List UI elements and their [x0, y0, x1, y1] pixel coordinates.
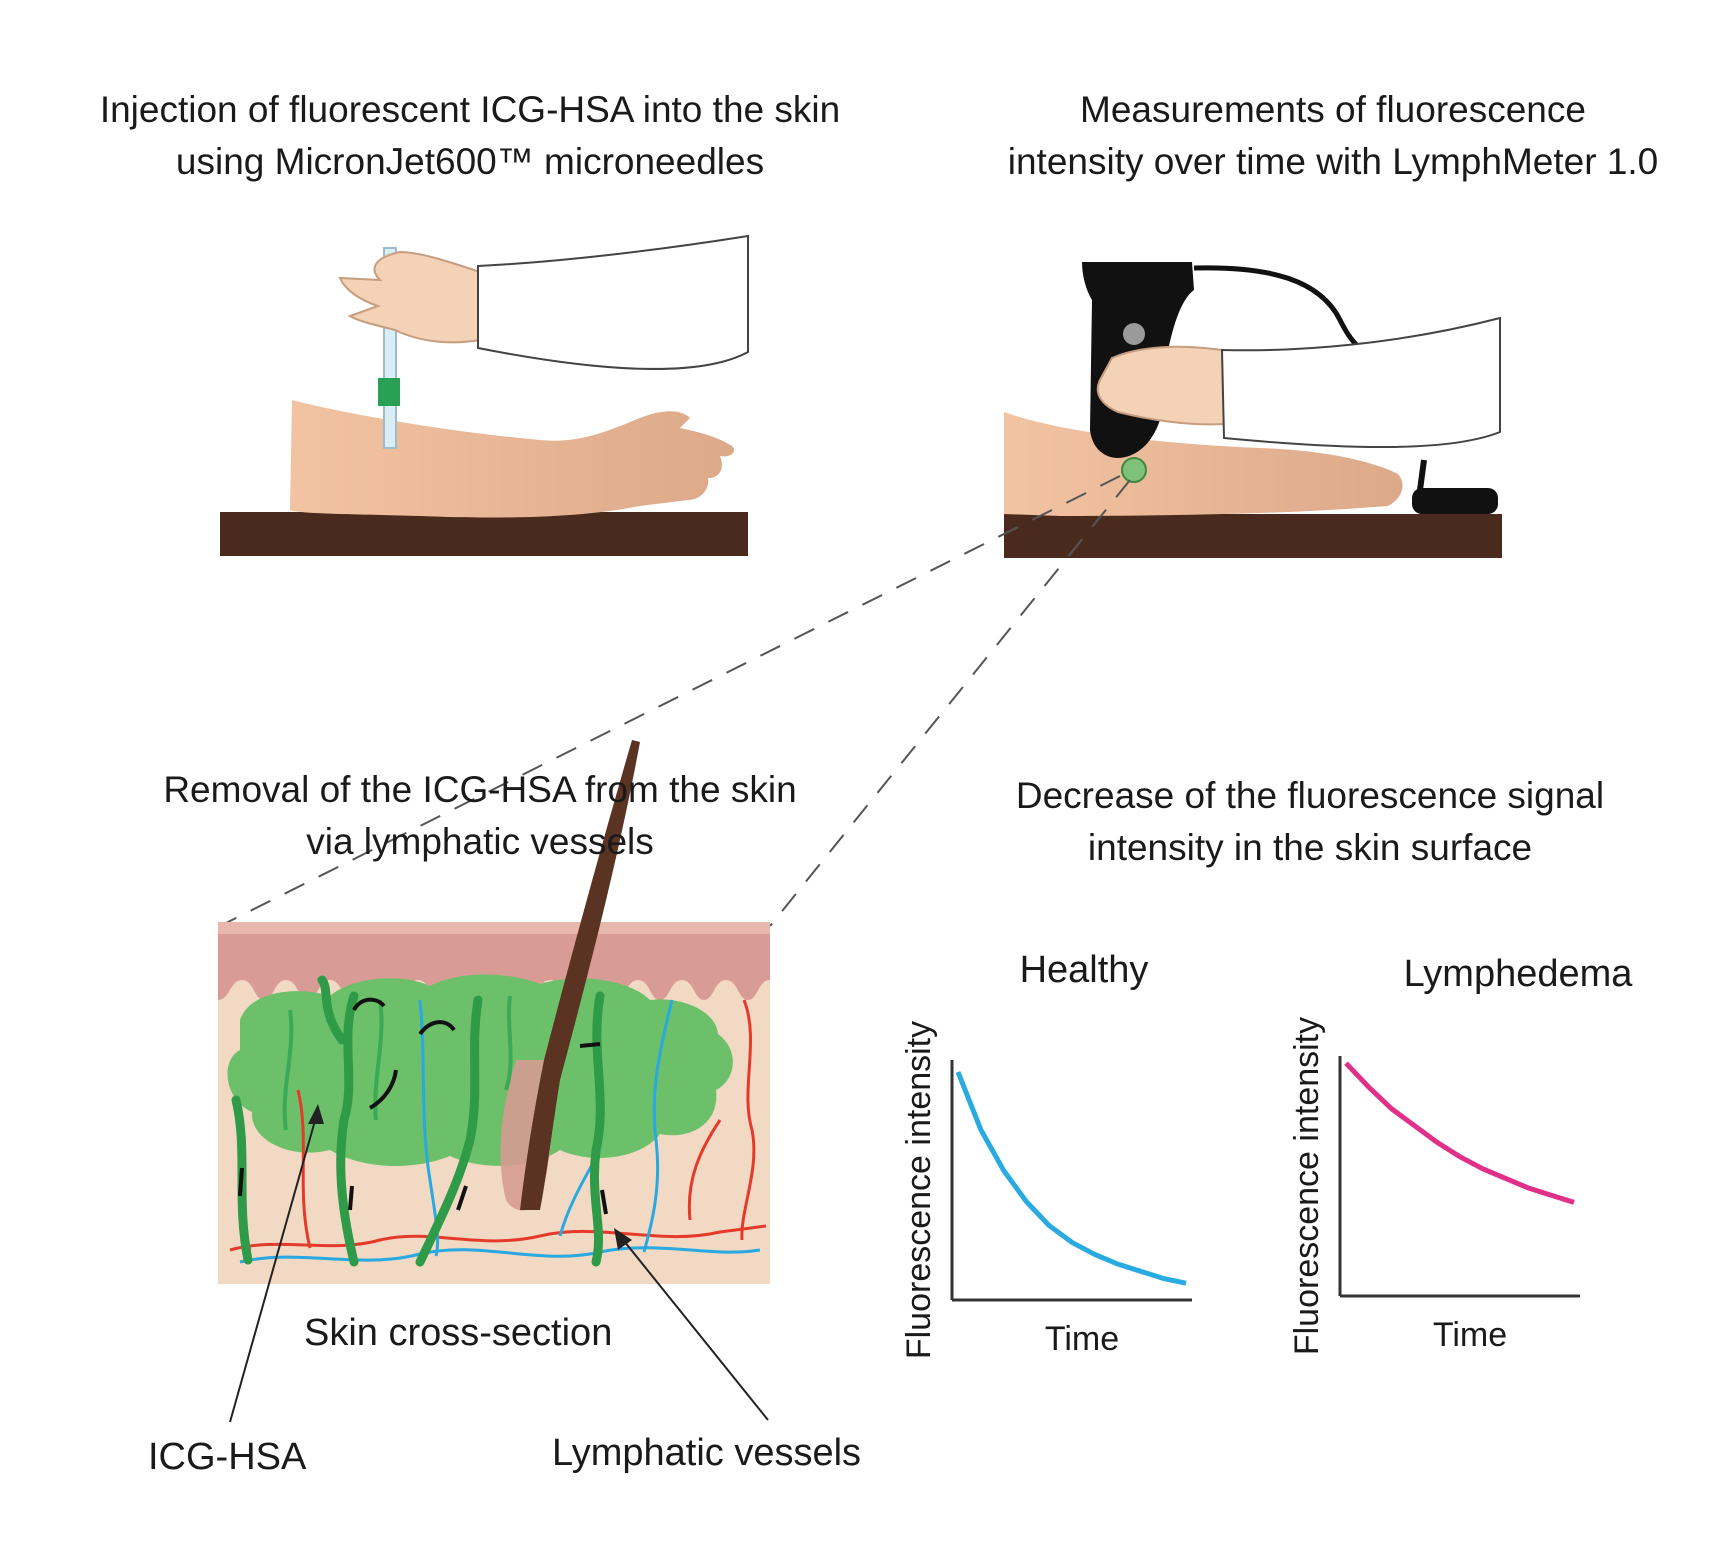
table-right — [1004, 514, 1502, 558]
cross-section-label: Skin cross-section — [304, 1312, 613, 1354]
probe-sensor — [1121, 457, 1147, 483]
lymph-pointer — [619, 1235, 769, 1421]
sleeve-left — [477, 234, 749, 370]
base-unit — [1412, 488, 1498, 514]
lymphedema-chart-title: Lymphedema — [1404, 953, 1634, 995]
table-left — [220, 512, 748, 556]
injection-illustration — [220, 234, 749, 556]
healthy-chart-title: Healthy — [1020, 949, 1149, 991]
measurement-illustration — [1004, 262, 1502, 558]
skin-cross-section — [218, 740, 770, 1423]
base-cable — [1417, 459, 1427, 491]
lymphedema-series-line — [1344, 1061, 1575, 1205]
injection-caption-line1: Injection of fluorescent ICG-HSA into th… — [99, 89, 841, 130]
icg-hsa-label: ICG-HSA — [148, 1436, 307, 1478]
lymphedema-y-label: Fluorescence intensity — [1288, 1017, 1326, 1355]
hand-right — [1096, 345, 1226, 426]
measurement-caption: Measurements of fluorescence intensity o… — [930, 84, 1736, 188]
removal-caption-line1: Removal of the ICG-HSA from the skin — [163, 769, 797, 810]
epidermis — [218, 922, 770, 1000]
healthy-x-label: Time — [1045, 1320, 1119, 1358]
icg-hsa-cloud — [227, 974, 733, 1167]
decrease-caption: Decrease of the fluorescence signal inte… — [900, 770, 1720, 874]
measurement-caption-line2: intensity over time with LymphMeter 1.0 — [1007, 141, 1659, 182]
icg-hsa-pointer — [229, 1109, 319, 1423]
microneedle-hub — [378, 378, 400, 406]
removal-caption: Removal of the ICG-HSA from the skin via… — [60, 764, 900, 868]
measurement-caption-line1: Measurements of fluorescence — [1080, 89, 1586, 130]
injection-caption-line2: using MicronJet600™ microneedles — [175, 141, 765, 182]
hair-shaft — [520, 740, 640, 1210]
lymphatic-vessels-green — [231, 975, 605, 1267]
decrease-caption-line1: Decrease of the fluorescence signal — [1015, 775, 1605, 816]
lymphedema-x-label: Time — [1433, 1316, 1507, 1354]
arm-left — [290, 400, 735, 518]
zoom-lines — [219, 475, 1131, 927]
probe-button — [1123, 323, 1145, 345]
lymphatic-vessels-label: Lymphatic vessels — [552, 1432, 862, 1474]
hand-left — [338, 250, 481, 344]
sleeve-right — [1220, 316, 1501, 449]
healthy-y-label: Fluorescence intensity — [900, 1021, 938, 1359]
decrease-caption-line2: intensity in the skin surface — [1087, 827, 1533, 868]
flow-arrows — [238, 997, 608, 1215]
lymph-capillaries — [239, 999, 761, 1264]
probe-cable — [1193, 265, 1373, 355]
removal-caption-line2: via lymphatic vessels — [306, 821, 654, 862]
healthy-series-line — [955, 1071, 1187, 1286]
injection-caption: Injection of fluorescent ICG-HSA into th… — [0, 84, 940, 188]
